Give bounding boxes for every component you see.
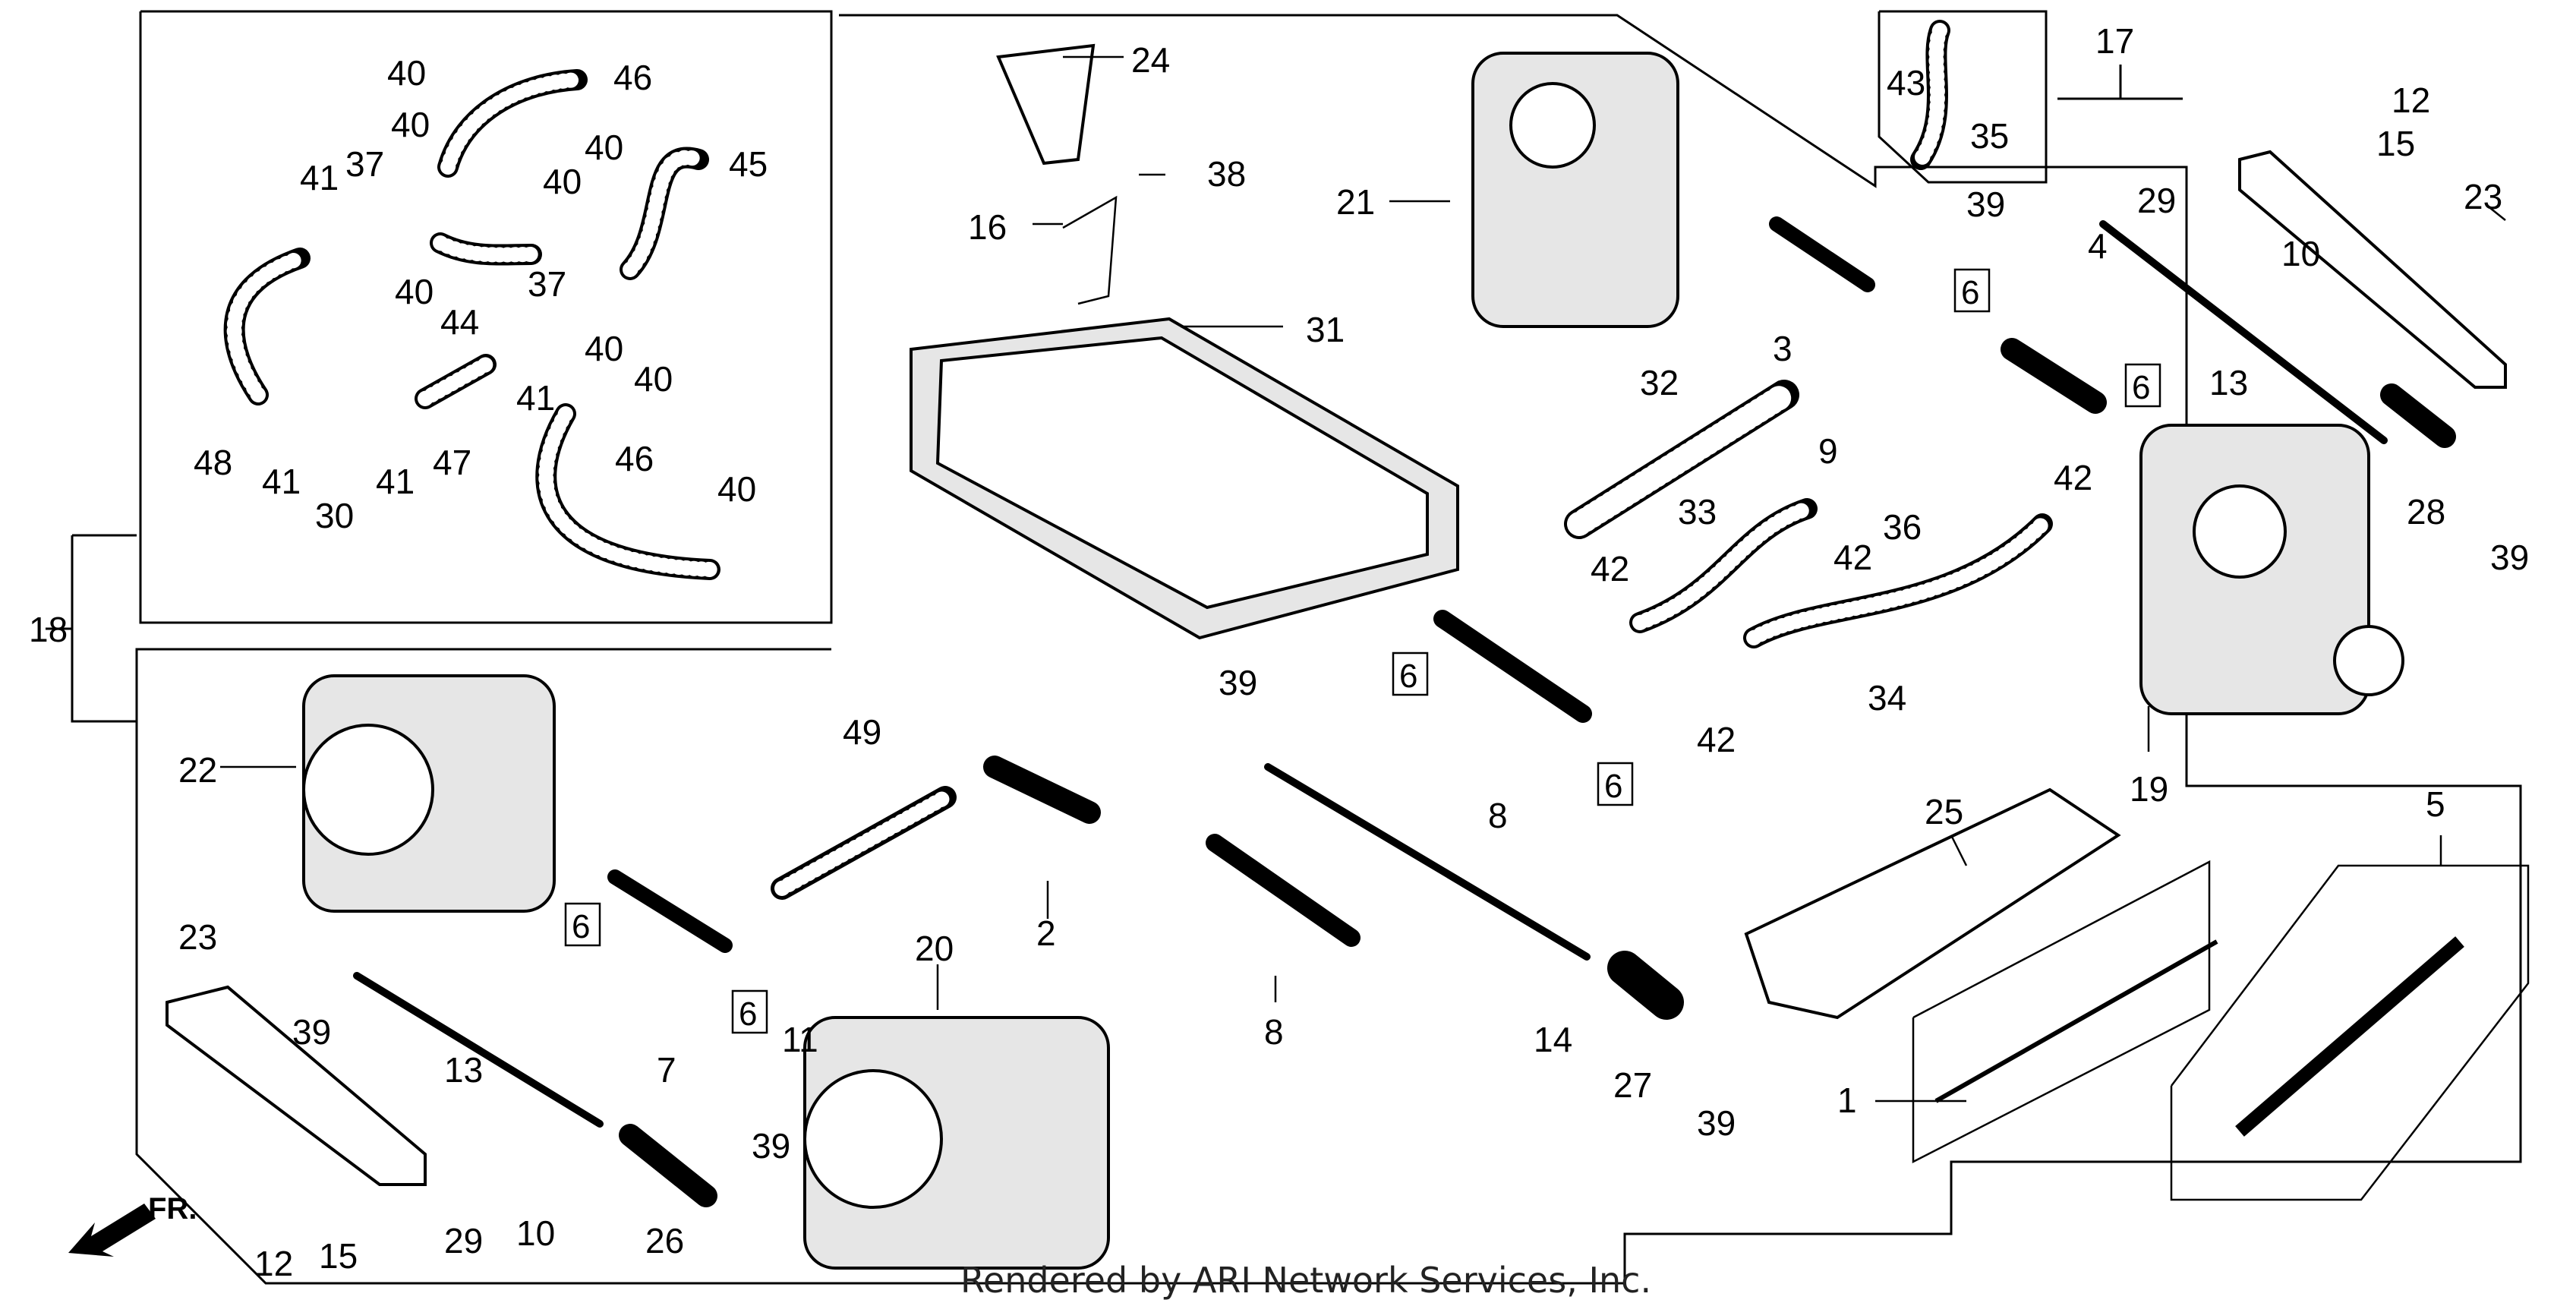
callout-15: 15 bbox=[319, 1236, 358, 1276]
callout-9: 9 bbox=[1818, 431, 1838, 471]
callout-36: 36 bbox=[1883, 507, 1922, 547]
callout-6: 6 bbox=[572, 908, 590, 945]
front-arrow: FR. bbox=[68, 1192, 197, 1257]
callout-42: 42 bbox=[2054, 458, 2092, 497]
callout-3: 3 bbox=[1773, 329, 1792, 368]
pipes-group bbox=[771, 20, 2053, 900]
callout-11: 11 bbox=[782, 1020, 818, 1059]
callout-40: 40 bbox=[391, 105, 430, 144]
leader-lines bbox=[220, 55, 2506, 1103]
carburetor-group bbox=[302, 52, 2404, 1270]
callout-39: 39 bbox=[1966, 185, 2005, 224]
callout-38: 38 bbox=[1207, 154, 1246, 194]
callout-30: 30 bbox=[315, 496, 354, 535]
callout-6: 6 bbox=[739, 995, 757, 1033]
callout-41: 41 bbox=[376, 462, 415, 501]
callout-14: 14 bbox=[1534, 1020, 1572, 1059]
callout-46: 46 bbox=[615, 439, 654, 478]
callout-39: 39 bbox=[2490, 538, 2529, 577]
callout-32: 32 bbox=[1640, 363, 1679, 402]
boxed-labels: 6 6 6 6 6 6 bbox=[564, 268, 2161, 1034]
callout-12: 12 bbox=[254, 1244, 293, 1283]
group-outlines bbox=[46, 10, 2530, 1285]
callout-13: 13 bbox=[444, 1050, 483, 1090]
callout-40: 40 bbox=[543, 162, 582, 201]
callout-37: 37 bbox=[528, 264, 566, 304]
callout-31: 31 bbox=[1306, 310, 1345, 349]
callout-22: 22 bbox=[178, 750, 217, 790]
callout-34: 34 bbox=[1868, 678, 1906, 718]
callout-41: 41 bbox=[516, 378, 555, 418]
callout-8: 8 bbox=[1488, 796, 1508, 835]
callout-35: 35 bbox=[1970, 116, 2009, 156]
callout-18: 18 bbox=[29, 610, 68, 649]
callout-48: 48 bbox=[194, 443, 232, 482]
callout-10: 10 bbox=[2281, 234, 2320, 273]
callout-24: 24 bbox=[1131, 40, 1170, 80]
callout-8: 8 bbox=[1264, 1012, 1284, 1052]
callout-42: 42 bbox=[1833, 538, 1872, 577]
callout-29: 29 bbox=[2137, 181, 2176, 220]
callout-40: 40 bbox=[634, 359, 673, 399]
callout-47: 47 bbox=[433, 443, 471, 482]
callout-17: 17 bbox=[2095, 21, 2134, 61]
callout-4: 4 bbox=[2088, 226, 2108, 266]
callout-40: 40 bbox=[387, 53, 426, 93]
callout-40: 40 bbox=[585, 329, 623, 368]
callout-28: 28 bbox=[2407, 492, 2445, 532]
callout-15: 15 bbox=[2376, 124, 2415, 163]
front-arrow-label: FR. bbox=[148, 1192, 197, 1226]
callout-29: 29 bbox=[444, 1221, 483, 1260]
callout-42: 42 bbox=[1697, 720, 1736, 759]
callout-40: 40 bbox=[585, 128, 623, 167]
callout-1: 1 bbox=[1837, 1081, 1857, 1120]
callout-2: 2 bbox=[1036, 913, 1056, 953]
callout-45: 45 bbox=[729, 144, 768, 184]
callout-5: 5 bbox=[2426, 784, 2445, 824]
callout-labels: 40 46 40 40 45 41 37 40 40 44 37 40 40 4… bbox=[29, 21, 2529, 1283]
callout-44: 44 bbox=[440, 302, 479, 342]
callout-27: 27 bbox=[1613, 1065, 1652, 1105]
callout-13: 13 bbox=[2209, 363, 2248, 402]
callout-6: 6 bbox=[1604, 768, 1622, 805]
callout-6: 6 bbox=[1961, 274, 1979, 311]
callout-46: 46 bbox=[613, 58, 652, 97]
hose-group bbox=[223, 69, 720, 580]
callout-6: 6 bbox=[1399, 658, 1417, 695]
callout-23: 23 bbox=[178, 917, 217, 957]
callout-43: 43 bbox=[1887, 63, 1925, 103]
callout-25: 25 bbox=[1925, 792, 1963, 831]
callout-41: 41 bbox=[300, 158, 339, 197]
callout-40: 40 bbox=[395, 272, 434, 311]
callout-39: 39 bbox=[1219, 663, 1257, 702]
callout-20: 20 bbox=[915, 929, 954, 968]
callout-42: 42 bbox=[1591, 549, 1629, 588]
callout-26: 26 bbox=[645, 1221, 684, 1260]
credit-text: Rendered by ARI Network Services, Inc. bbox=[960, 1260, 1651, 1301]
callout-16: 16 bbox=[968, 207, 1007, 247]
callout-19: 19 bbox=[2130, 769, 2168, 809]
callout-7: 7 bbox=[657, 1050, 676, 1090]
callout-33: 33 bbox=[1678, 492, 1717, 532]
callout-6: 6 bbox=[2132, 369, 2150, 406]
parts-group bbox=[166, 43, 2507, 1186]
callout-39: 39 bbox=[1697, 1103, 1736, 1143]
callout-49: 49 bbox=[843, 712, 881, 752]
callout-21: 21 bbox=[1336, 182, 1375, 222]
callout-37: 37 bbox=[345, 144, 384, 184]
callout-23: 23 bbox=[2464, 177, 2502, 216]
callout-40: 40 bbox=[717, 469, 756, 509]
callout-39: 39 bbox=[752, 1126, 790, 1166]
callout-10: 10 bbox=[516, 1213, 555, 1253]
callout-12: 12 bbox=[2392, 80, 2430, 120]
callout-39: 39 bbox=[292, 1012, 331, 1052]
shafts-group bbox=[353, 216, 2456, 1207]
callout-41: 41 bbox=[262, 462, 301, 501]
